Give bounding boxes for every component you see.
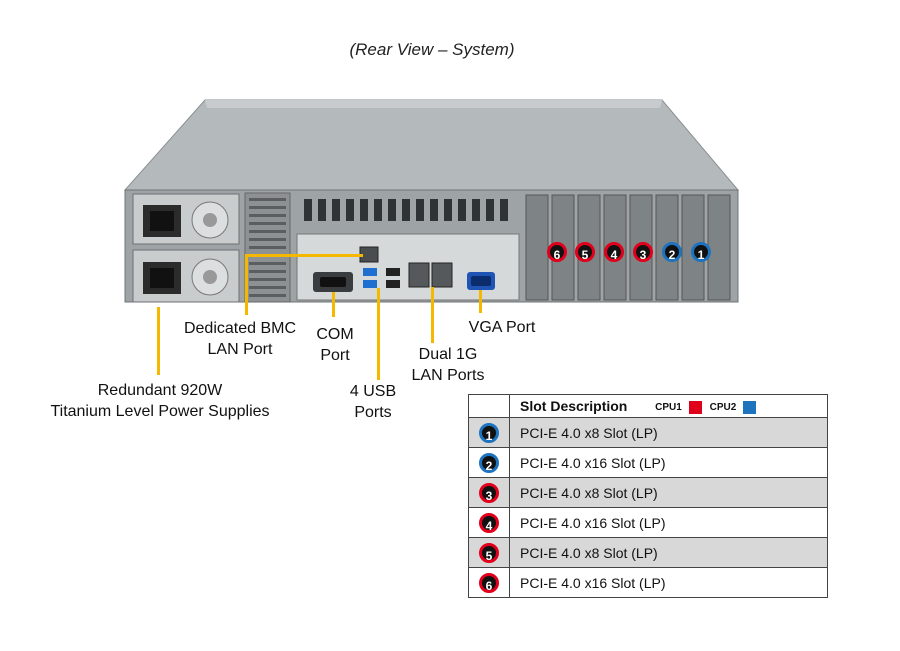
table-header-blank (468, 394, 510, 418)
slot-badge-6-number: 6 (547, 242, 567, 262)
slot-number-badge: 2 (479, 452, 499, 473)
lan-label: Dual 1G LAN Ports (398, 344, 498, 386)
bmc-label-line2: LAN Port (207, 341, 273, 358)
callout-line-lan (431, 287, 434, 343)
chassis-lid (123, 99, 740, 191)
usb-ports (363, 268, 400, 288)
table-cell-description: PCI-E 4.0 x16 Slot (LP) (509, 447, 828, 478)
usb-label: 4 USB Ports (338, 381, 408, 423)
table-cell-number: 4 (468, 507, 510, 538)
bmc-label-line1: Dedicated BMC (183, 320, 297, 337)
callout-line-bmc (245, 255, 248, 315)
upper-vent-slots (304, 199, 508, 221)
slot-badge-3: 3 (633, 242, 653, 264)
slot-badge-1: 1 (691, 242, 711, 264)
psu-label-line2: Titanium Level Power Supplies (50, 403, 270, 420)
table-header-title: Slot Description (520, 398, 628, 414)
slot-number-badge: 1 (479, 422, 499, 443)
slot-description-table: Slot Description CPU1 CPU2 1 PCI-E 4.0 x… (468, 394, 828, 598)
table-row: 1 PCI-E 4.0 x8 Slot (LP) (468, 417, 828, 448)
legend-cpu2-label: CPU2 (709, 401, 737, 413)
usb-label-line1: 4 USB (349, 383, 397, 400)
dual-lan-ports (408, 262, 453, 288)
bmc-label: Dedicated BMC LAN Port (180, 318, 300, 360)
callout-line-usb (377, 288, 380, 380)
slot-badge-5-number: 5 (575, 242, 595, 262)
psu-label: Redundant 920W Titanium Level Power Supp… (40, 380, 280, 422)
legend-cpu1-swatch (688, 400, 702, 414)
slot-badge-2: 2 (662, 242, 682, 264)
slot-badge-3-number: 3 (633, 242, 653, 262)
vga-label-text: VGA Port (468, 319, 536, 336)
slot-number-badge: 3 (479, 482, 499, 503)
table-row: 4 PCI-E 4.0 x16 Slot (LP) (468, 507, 828, 538)
power-supply-2 (132, 249, 240, 303)
vga-port (467, 272, 495, 290)
legend-cpu2-swatch (743, 400, 757, 414)
chassis-lid-edge (205, 100, 662, 108)
table-row: 2 PCI-E 4.0 x16 Slot (LP) (468, 447, 828, 478)
slot-badge-2-number: 2 (662, 242, 682, 262)
table-cell-description: PCI-E 4.0 x16 Slot (LP) (509, 567, 828, 598)
callout-line-com (332, 292, 335, 317)
table-header-cell: Slot Description CPU1 CPU2 (509, 394, 828, 418)
callout-line-bmc-horizontal (245, 254, 363, 257)
slot-badge-6: 6 (547, 242, 567, 264)
slot-badge-1-number: 1 (691, 242, 711, 262)
callout-line-psu (157, 307, 160, 375)
com-label-line2: Port (320, 347, 350, 364)
table-cell-description: PCI-E 4.0 x8 Slot (LP) (509, 537, 828, 568)
table-cell-number: 1 (468, 417, 510, 448)
diagram-title: (Rear View – System) (349, 40, 515, 59)
table-cell-number: 5 (468, 537, 510, 568)
table-cell-number: 6 (468, 567, 510, 598)
slot-badge-4-number: 4 (604, 242, 624, 262)
slot-number-badge: 4 (479, 512, 499, 533)
power-supply-1 (132, 193, 240, 245)
com-label: COM Port (310, 324, 360, 366)
table-cell-description: PCI-E 4.0 x8 Slot (LP) (509, 417, 828, 448)
table-row: 3 PCI-E 4.0 x8 Slot (LP) (468, 477, 828, 508)
lan-label-line1: Dual 1G (418, 346, 478, 363)
table-header-row: Slot Description CPU1 CPU2 (468, 394, 828, 418)
slot-badge-5: 5 (575, 242, 595, 264)
callout-line-vga (479, 290, 482, 313)
vent-grid (244, 192, 291, 303)
slot-badge-4: 4 (604, 242, 624, 264)
com-label-line1: COM (316, 326, 354, 343)
vga-label: VGA Port (462, 317, 542, 338)
lan-label-line2: LAN Ports (411, 367, 485, 384)
com-port (313, 272, 353, 292)
slot-number-badge: 6 (479, 572, 499, 593)
usb-label-line2: Ports (354, 404, 392, 421)
table-row: 5 PCI-E 4.0 x8 Slot (LP) (468, 537, 828, 568)
legend-cpu1-label: CPU1 (655, 401, 682, 413)
table-cell-description: PCI-E 4.0 x8 Slot (LP) (509, 477, 828, 508)
psu-label-line1: Redundant 920W (97, 382, 223, 399)
table-cell-number: 3 (468, 477, 510, 508)
table-cell-description: PCI-E 4.0 x16 Slot (LP) (509, 507, 828, 538)
slot-number-badge: 5 (479, 542, 499, 563)
table-cell-number: 2 (468, 447, 510, 478)
table-row: 6 PCI-E 4.0 x16 Slot (LP) (468, 567, 828, 598)
